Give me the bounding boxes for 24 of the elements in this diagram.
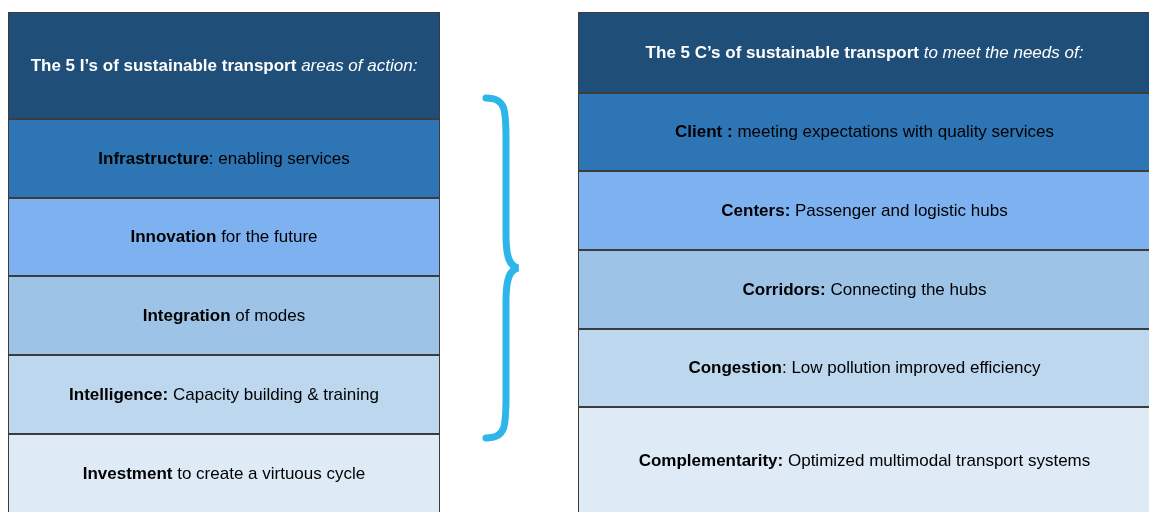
table-header-cell <box>578 12 1149 93</box>
row-text: Client : meeting expectations with quality services <box>675 121 1054 144</box>
row-text: Corridors: Connecting the hubs <box>742 278 987 301</box>
row-text: Complementarity: Optimized multimodal transport systems <box>638 449 1091 472</box>
table-row-cell <box>578 407 1149 512</box>
row-text: Integration of modes <box>142 304 306 327</box>
row-text: Congestion: Low pollution improved efficiency <box>688 357 1041 380</box>
row-text: Centers: Passenger and logistic hubs <box>721 199 1008 222</box>
table-header-cell <box>8 12 440 119</box>
table-row-cell <box>578 93 1149 171</box>
table-row-cell <box>578 329 1149 407</box>
table-row-cell <box>8 355 440 434</box>
header-text: The 5 I’s of sustainable transport areas of action: <box>30 54 418 77</box>
table-row-cell <box>8 276 440 355</box>
table-row-cell <box>578 171 1149 250</box>
table-row-cell <box>578 250 1149 329</box>
table-row-cell <box>8 198 440 276</box>
row-text: Infrastructure: enabling services <box>98 147 350 170</box>
header-text: The 5 C’s of sustainable transport to meet the needs of: <box>645 41 1084 64</box>
row-text: Investment to create a virtuous cycle <box>82 463 366 486</box>
table-row-cell <box>8 434 440 512</box>
table-row-cell <box>8 119 440 198</box>
row-text: Intelligence: Capacity building & training <box>69 383 379 406</box>
row-text: Innovation for the future <box>130 226 318 249</box>
